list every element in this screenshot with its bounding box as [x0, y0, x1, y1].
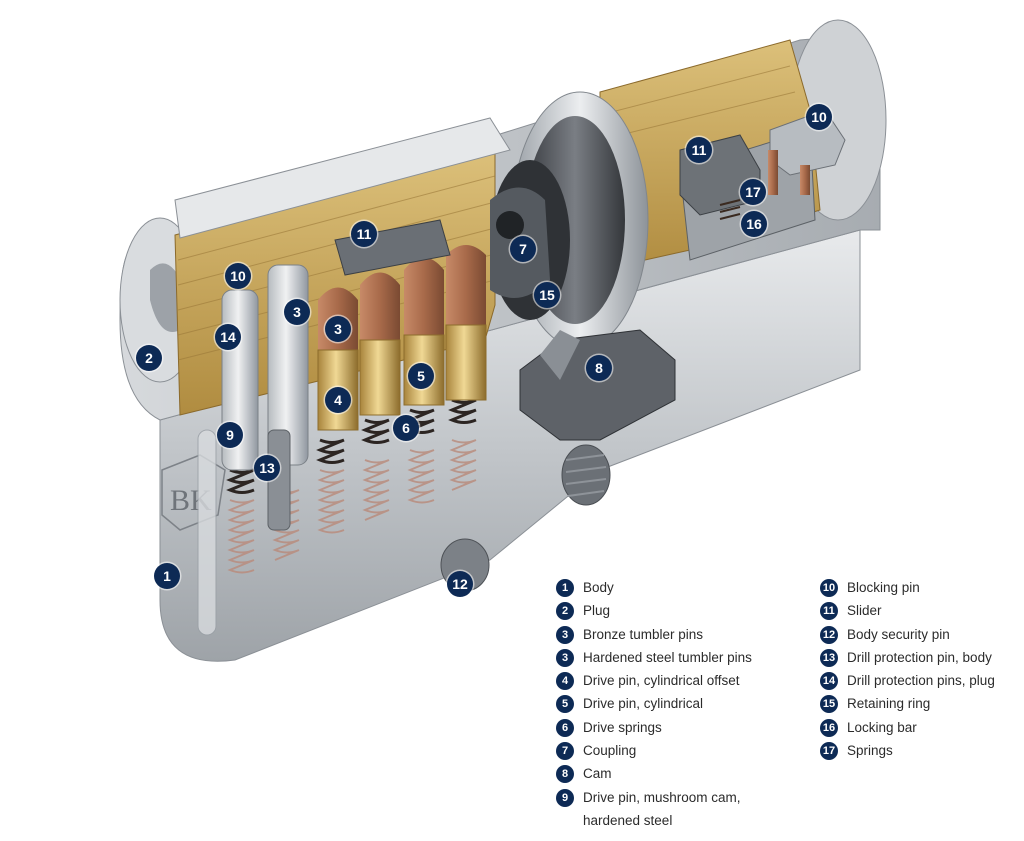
callout-badge: 1: [154, 563, 180, 589]
callout-badge: 12: [447, 571, 473, 597]
legend-number: 10: [820, 579, 838, 597]
legend-item: 15 Retaining ring: [820, 694, 1020, 717]
callout-badge: 4: [325, 387, 351, 413]
legend-item: 4 Drive pin, cylindrical offset: [556, 671, 806, 694]
legend-item: 16 Locking bar: [820, 718, 1020, 741]
callout-badge: 14: [215, 324, 241, 350]
legend-item: 11 Slider: [820, 601, 1020, 624]
legend-item: 14 Drill protection pins, plug: [820, 671, 1020, 694]
legend-label: Drive pin, cylindrical: [583, 696, 704, 712]
callout-badge: 11: [351, 221, 377, 247]
callout-badge: 9: [217, 422, 243, 448]
legend-number: 6: [556, 718, 574, 737]
legend-number: 1: [556, 579, 574, 597]
legend-number: 11: [820, 602, 838, 621]
legend-number: 15: [820, 695, 838, 714]
legend-number: 13: [820, 648, 838, 667]
legend-label: Bronze tumbler pins: [583, 626, 704, 642]
legend-label: Plug: [583, 603, 611, 619]
callout-badge: 7: [510, 236, 536, 262]
callout-badge: 10: [806, 104, 832, 130]
callout-badge: 5: [408, 363, 434, 389]
legend-label: Blocking pin: [847, 580, 920, 595]
legend-item: 1 Body: [556, 578, 806, 601]
legend-label: Drive pin, mushroom cam, hardened steel: [583, 786, 741, 832]
legend-item: 17 Springs: [820, 741, 1020, 764]
legend-number: 3: [556, 625, 574, 644]
legend-label: Coupling: [583, 743, 637, 759]
callout-badge: 8: [586, 355, 612, 381]
callout-badge: 16: [741, 211, 767, 237]
legend-label: Slider: [847, 603, 882, 619]
legend-item: 9 Drive pin, mushroom cam, hardened steel: [556, 788, 806, 834]
legend-label: Cam: [583, 766, 612, 782]
callout-badge: 17: [740, 179, 766, 205]
legend-item: 2 Plug: [556, 601, 806, 624]
legend-number: 3: [556, 648, 574, 667]
legend-item: 3 Bronze tumbler pins: [556, 625, 806, 648]
callout-badge: 2: [136, 345, 162, 371]
legend-item: 10 Blocking pin: [820, 578, 1020, 601]
callout-badge: 3: [284, 299, 310, 325]
legend-label: Body: [583, 580, 614, 595]
legend-label: Drive pin, cylindrical offset: [583, 673, 740, 689]
legend-label: Springs: [847, 743, 893, 759]
legend-label: Drill protection pin, body: [847, 649, 992, 665]
legend-number: 2: [556, 602, 574, 621]
callout-badge: 6: [393, 415, 419, 441]
callout-badge: 13: [254, 455, 280, 481]
legend-number: 4: [556, 672, 574, 691]
legend-item: 12 Body security pin: [820, 625, 1020, 648]
legend-item: 6 Drive springs: [556, 718, 806, 741]
legend-label: Drive springs: [583, 719, 662, 735]
legend-item: 8 Cam: [556, 764, 806, 787]
legend-item: 5 Drive pin, cylindrical: [556, 694, 806, 717]
legend-number: 12: [820, 625, 838, 644]
callout-badge: 15: [534, 282, 560, 308]
legend-item: 13 Drill protection pin, body: [820, 648, 1020, 671]
legend-number: 8: [556, 765, 574, 784]
legend-label: Drill protection pins, plug: [847, 673, 995, 689]
legend-label: Retaining ring: [847, 696, 931, 712]
legend-label: Body security pin: [847, 626, 950, 642]
legend-label-line1: Drive pin, mushroom cam,: [583, 789, 741, 805]
legend-number: 14: [820, 672, 838, 691]
legend-item: 7 Coupling: [556, 741, 806, 764]
legend-item: 3 Hardened steel tumbler pins: [556, 648, 806, 671]
callout-badge: 3: [325, 316, 351, 342]
legend-number: 16: [820, 718, 838, 737]
legend-number: 9: [556, 788, 574, 807]
legend-label: Hardened steel tumbler pins: [583, 649, 752, 665]
legend-label-line2: hardened steel: [583, 812, 673, 828]
callout-badge: 10: [225, 263, 251, 289]
legend-number: 17: [820, 742, 838, 761]
legend-number: 7: [556, 742, 574, 761]
legend-label: Locking bar: [847, 719, 917, 735]
legend-right: 10 Blocking pin 11 Slider 12 Body security …: [820, 578, 1020, 764]
legend-number: 5: [556, 695, 574, 714]
callout-badge: 11: [686, 137, 712, 163]
